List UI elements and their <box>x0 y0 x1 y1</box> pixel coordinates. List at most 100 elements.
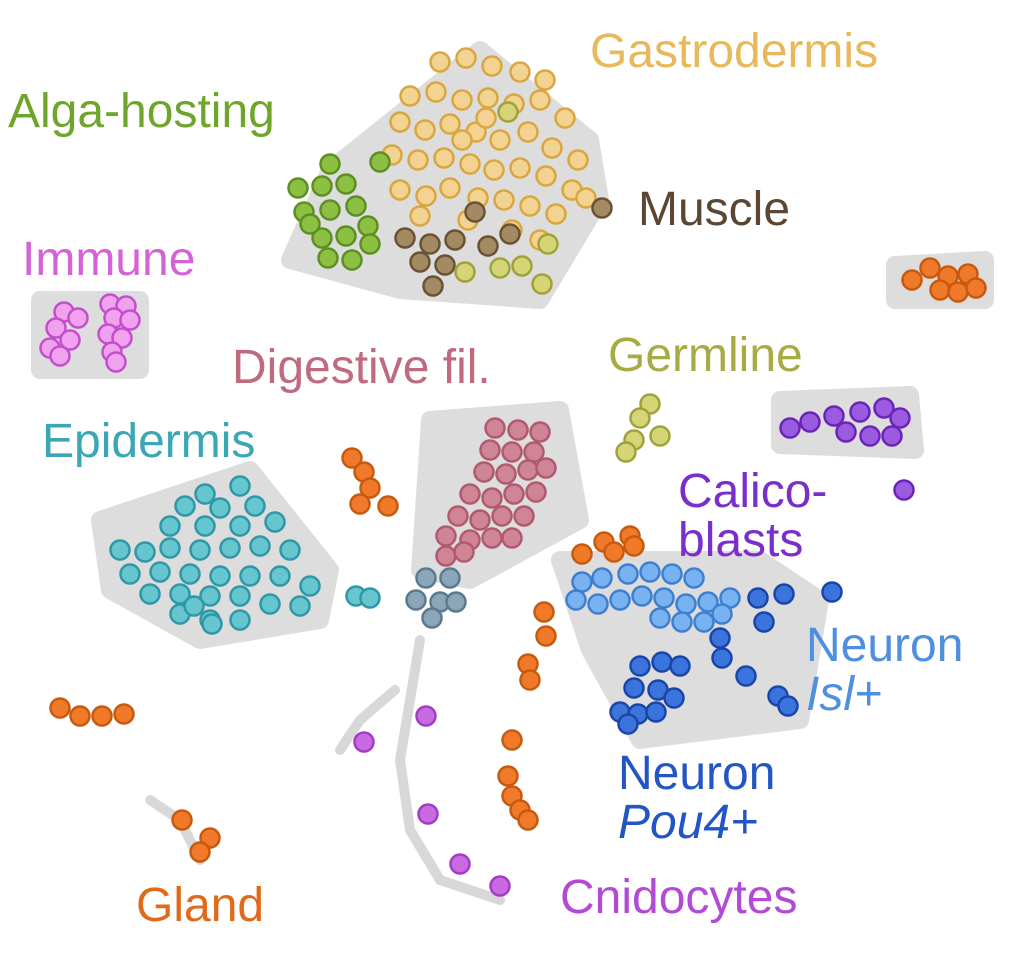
point-digestive-fil-12 <box>503 483 525 505</box>
label-digestive-fil-line-0: Digestive fil. <box>232 341 491 394</box>
point-neuron-isl-15 <box>671 611 693 633</box>
point-gastrodermis-32 <box>493 189 515 211</box>
label-calico-blasts: Calico-blasts <box>678 467 827 567</box>
point-neuron-isl-7 <box>587 593 609 615</box>
point-digestive-fil-16 <box>491 505 513 527</box>
point-epidermis-19 <box>209 565 231 587</box>
label-gland: Gland <box>136 881 264 931</box>
label-epidermis-line-0: Epidermis <box>42 415 256 468</box>
point-gastrodermis-22 <box>433 147 455 169</box>
point-epidermis-6 <box>194 515 216 537</box>
point-germline-2 <box>649 425 671 447</box>
point-germline-1 <box>629 407 651 429</box>
point-neuron-pou4-18 <box>617 713 639 735</box>
point-gastrodermis-11 <box>554 107 576 129</box>
point-gland-10 <box>349 493 371 515</box>
point-alga-hosting-6 <box>319 199 341 221</box>
point-germline-4 <box>615 441 637 463</box>
point-gland-1 <box>919 257 941 279</box>
point-neuron-isl-14 <box>649 607 671 629</box>
point-gastrodermis-10 <box>529 89 551 111</box>
point-digestive-fil-11 <box>481 487 503 509</box>
point-gastrodermis-14 <box>439 113 461 135</box>
point-neuron-isl-11 <box>675 593 697 615</box>
point-germline-7 <box>511 255 533 277</box>
point-gland-6 <box>965 277 987 299</box>
point-digestive-fil-6 <box>473 461 495 483</box>
point-immune-3 <box>59 329 81 351</box>
point-neuron-pou4-17 <box>645 701 667 723</box>
point-gland-0 <box>901 269 923 291</box>
point-neuron-pou4-10 <box>651 651 673 673</box>
point-neuron-isl-3 <box>639 561 661 583</box>
point-neuron-pou4-14 <box>663 687 685 709</box>
point-neuron-pou4-5 <box>711 647 733 669</box>
point-gastrodermis-29 <box>415 185 437 207</box>
point-germline-6 <box>489 257 511 279</box>
point-immune-2 <box>45 317 67 339</box>
point-gastrodermis-0 <box>429 51 451 73</box>
point-gastrodermis-2 <box>481 55 503 77</box>
point-digestive-fil-15 <box>469 509 491 531</box>
point-calico-blasts-1 <box>799 411 821 433</box>
point-alga-hosting-0 <box>319 153 341 175</box>
point-digestive-fil-2 <box>529 421 551 443</box>
background-trail-0 <box>394 635 505 905</box>
label-neuron-isl-line-0: Neuron <box>806 619 964 672</box>
point-neuron-pou4-8 <box>777 695 799 717</box>
point-digestive-fil-23 <box>453 541 475 563</box>
point-digestive-fil-17 <box>513 505 535 527</box>
label-immune-line-0: Immune <box>22 233 196 286</box>
point-alga-hosting-12 <box>317 247 339 269</box>
point-neuron-pou4-4 <box>709 627 731 649</box>
point-epidermis-20 <box>239 565 261 587</box>
point-epidermis-35 <box>183 595 205 617</box>
point-digestive-fil-0 <box>484 417 506 439</box>
point-intermediate-5 <box>421 607 443 629</box>
point-germline-8 <box>531 273 553 295</box>
point-muscle-9 <box>464 201 486 223</box>
point-gastrodermis-21 <box>407 149 429 171</box>
point-gastrodermis-23 <box>459 153 481 175</box>
point-gland-25 <box>517 809 539 831</box>
point-gastrodermis-35 <box>575 187 597 209</box>
point-digestive-fil-14 <box>447 505 469 527</box>
point-gastrodermis-1 <box>455 47 477 69</box>
point-alga-hosting-2 <box>287 177 309 199</box>
point-alga-hosting-8 <box>357 215 379 237</box>
point-epidermis-21 <box>269 565 291 587</box>
point-neuron-isl-4 <box>661 563 683 585</box>
point-gastrodermis-19 <box>567 149 589 171</box>
point-gastrodermis-4 <box>534 69 556 91</box>
point-calico-blasts-3 <box>849 401 871 423</box>
label-gastrodermis-line-0: Gastrodermis <box>590 25 879 78</box>
point-muscle-8 <box>499 223 521 245</box>
point-digestive-fil-7 <box>495 463 517 485</box>
point-digestive-fil-22 <box>435 545 457 567</box>
point-gastrodermis-24 <box>483 159 505 181</box>
point-epidermis-27 <box>259 593 281 615</box>
point-immune-13 <box>105 351 127 373</box>
point-epidermis-28 <box>289 595 311 617</box>
point-gland-29 <box>113 703 135 725</box>
point-gland-4 <box>929 279 951 301</box>
point-epidermis-3 <box>209 497 231 519</box>
point-alga-hosting-7 <box>345 195 367 217</box>
point-gland-9 <box>359 477 381 499</box>
point-digestive-fil-5 <box>523 441 545 463</box>
point-epidermis-34 <box>201 613 223 635</box>
label-calico-blasts-line-1: blasts <box>678 513 804 567</box>
point-calico-blasts-0 <box>779 417 801 439</box>
point-epidermis-0 <box>194 483 216 505</box>
point-neuron-isl-17 <box>711 603 733 625</box>
point-gastrodermis-8 <box>477 87 499 109</box>
point-neuron-isl-2 <box>617 563 639 585</box>
point-cnidocytes-1 <box>353 731 375 753</box>
point-intermediate-0 <box>415 567 437 589</box>
point-gland-16 <box>623 535 645 557</box>
point-digestive-fil-18 <box>435 525 457 547</box>
point-calico-blasts-9 <box>893 479 915 501</box>
point-neuron-isl-16 <box>693 611 715 633</box>
